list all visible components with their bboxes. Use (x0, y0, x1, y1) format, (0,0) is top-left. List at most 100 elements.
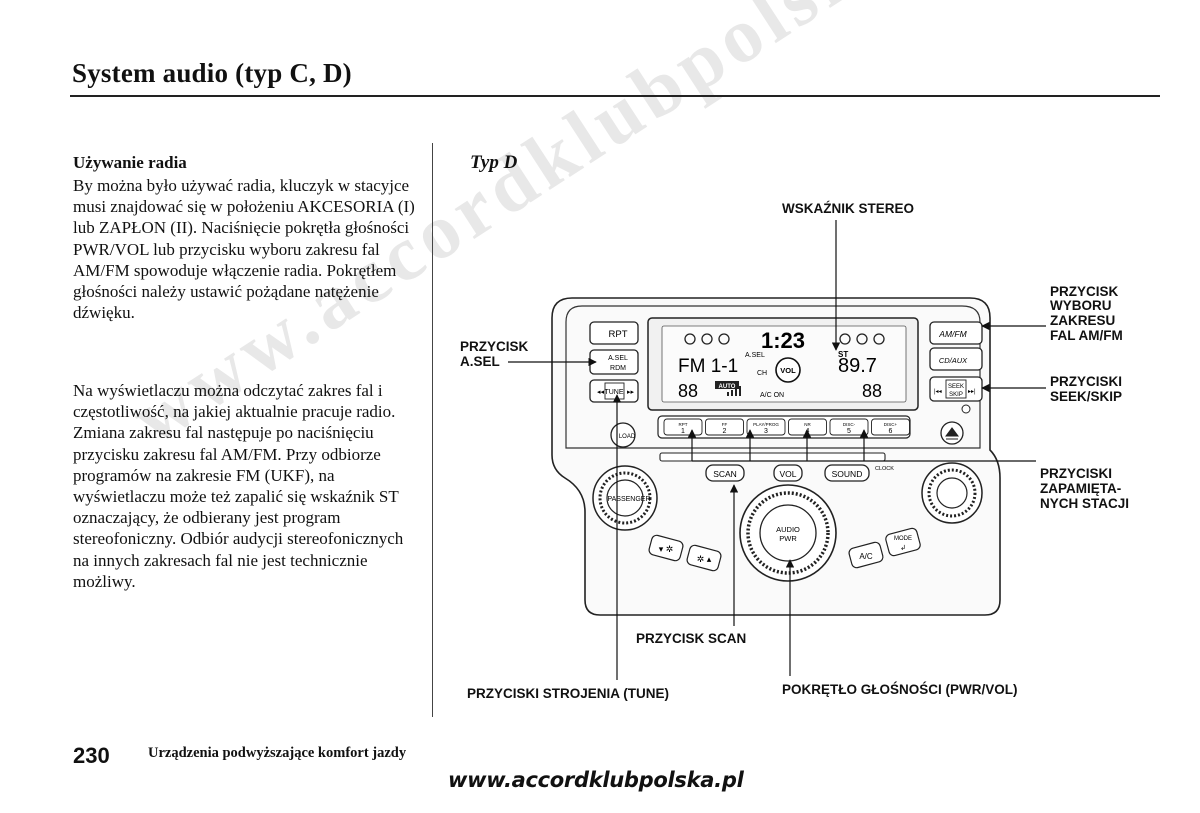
label-seek-line2: SEEK/SKIP (1050, 389, 1123, 404)
preset-indicators (684, 333, 885, 345)
preset-function-label: DISC- (843, 422, 856, 427)
preset-button-2[interactable]: FF2 (705, 418, 744, 436)
svg-text:PASSENGER: PASSENGER (607, 496, 650, 503)
label-scan: PRZYCISK SCAN (636, 631, 747, 646)
tune-up-icon: ▸▸ (627, 389, 635, 396)
website-link[interactable]: www.accordklubpolska.pl (448, 768, 744, 792)
tune-down-icon: ◂◂ (597, 389, 605, 396)
title-rule (70, 95, 1160, 97)
rpt-button[interactable]: RPT (589, 321, 639, 345)
display-band: FM 1-1 (678, 356, 738, 377)
fan-down-icon: ▾ ✲ (659, 544, 674, 554)
preset-function-label: DISC+ (884, 422, 898, 427)
audio-unit-diagram: 1:23 A.SEL ST FM 1-1 CH VOL 89.7 88 AUTO… (508, 220, 1046, 680)
clock-label: CLOCK (875, 466, 894, 472)
label-preset-line2: ZAPAMIĘTA- (1040, 481, 1122, 496)
fan-up-button[interactable]: ✲ ▴ (686, 544, 722, 572)
cd-slot (659, 452, 886, 462)
svg-text:SCAN: SCAN (713, 469, 737, 479)
svg-text:SEEK: SEEK (948, 384, 964, 390)
sound-button[interactable]: SOUND (824, 464, 870, 482)
display-asel: A.SEL (745, 352, 765, 359)
label-amfm-line4: FAL AM/FM (1050, 328, 1123, 343)
eject-icon (945, 427, 959, 440)
label-preset-line1: PRZYCISKI (1040, 466, 1113, 481)
display-ac-on: A/C ON (760, 392, 784, 399)
display-temp-right: 88 (862, 381, 882, 401)
ac-button[interactable]: A/C (848, 541, 884, 569)
label-tune: PRZYCISKI STROJENIA (TUNE) (467, 686, 670, 701)
svg-text:A.SEL: A.SEL (608, 355, 628, 362)
tune-buttons[interactable]: TUNE ◂◂ ▸▸ (589, 379, 639, 403)
display-temp-left: 88 (678, 381, 698, 401)
seek-up-icon: ▸▸| (968, 389, 976, 395)
display-st: ST (838, 350, 848, 359)
asel-rdm-button[interactable]: A.SEL RDM (589, 349, 639, 375)
preset-button-6[interactable]: DISC+6 (871, 418, 910, 436)
vol-button[interactable]: VOL (773, 464, 803, 482)
audio-pwr-knob[interactable]: AUDIO PWR (739, 484, 837, 582)
preset-number-label: 2 (723, 428, 727, 435)
cdaux-button[interactable]: CD/AUX (929, 347, 983, 371)
label-amfm-line2: WYBORU (1050, 298, 1112, 313)
svg-text:RPT: RPT (609, 329, 628, 340)
preset-number-label: 1 (681, 428, 685, 435)
load-button[interactable]: LOAD (610, 422, 636, 448)
preset-function-label: RPT (679, 422, 688, 427)
label-asel-line1: PRZYCISK (460, 339, 529, 354)
svg-text:AUDIO: AUDIO (776, 525, 800, 534)
scan-button[interactable]: SCAN (705, 464, 745, 482)
label-volume: POKRĘTŁO GŁOŚNOŚCI (PWR/VOL) (782, 682, 1018, 697)
figure-caption: Typ D (470, 152, 518, 173)
display-frequency: 89.7 (838, 355, 877, 377)
svg-text:CD/AUX: CD/AUX (939, 356, 968, 365)
amfm-button[interactable]: AM/FM (929, 321, 983, 345)
display-clock: 1:23 (761, 328, 805, 353)
column-divider (432, 143, 433, 717)
svg-text:SOUND: SOUND (832, 469, 863, 479)
mode-button[interactable]: MODE ↲ (885, 527, 922, 557)
preset-button-5[interactable]: DISC-5 (829, 418, 869, 436)
paragraph-2: Na wyświetlaczu można odczytać zakres fa… (73, 381, 404, 591)
mode-icon: ↲ (900, 544, 906, 552)
svg-text:SKIP: SKIP (949, 392, 963, 398)
display-auto: AUTO (719, 384, 736, 390)
label-amfm-line3: ZAKRESU (1050, 313, 1116, 328)
preset-number-label: 3 (764, 428, 768, 435)
section-subheading: Używanie radia (73, 153, 187, 172)
svg-text:RDM: RDM (610, 365, 626, 372)
display-ch: CH (757, 370, 767, 377)
preset-number-label: 5 (847, 428, 851, 435)
indicator-led (961, 404, 971, 414)
temperature-knob[interactable] (921, 462, 983, 524)
svg-text:A/C: A/C (859, 552, 873, 561)
svg-text:PWR: PWR (779, 534, 797, 543)
fan-up-icon: ✲ ▴ (697, 554, 712, 564)
display-vol-knob: VOL (780, 366, 796, 375)
eject-button[interactable] (940, 421, 964, 445)
label-stereo-indicator: WSKAŹNIK STEREO (782, 201, 915, 216)
label-amfm-line1: PRZYCISK (1050, 284, 1119, 299)
preset-function-label: NR (804, 422, 811, 427)
svg-text:TUNE: TUNE (604, 389, 623, 396)
footer-section-title: Urządzenia podwyższające komfort jazdy (148, 745, 407, 761)
svg-text:AM/FM: AM/FM (938, 329, 967, 339)
page-number: 230 (73, 743, 110, 768)
preset-function-label: FF (722, 422, 728, 427)
passenger-knob[interactable]: PASSENGER (592, 465, 658, 531)
fan-down-button[interactable]: ▾ ✲ (648, 534, 684, 562)
leader-lines (508, 220, 1046, 680)
seek-skip-button[interactable]: SEEK SKIP |◂◂ ▸▸| (929, 376, 983, 402)
svg-text:MODE: MODE (894, 536, 912, 542)
label-preset-line3: NYCH STACJI (1040, 496, 1130, 511)
svg-text:LOAD: LOAD (619, 434, 636, 440)
seek-down-icon: |◂◂ (934, 389, 942, 395)
svg-text:VOL: VOL (779, 469, 796, 479)
page-title: System audio (typ C, D) (72, 58, 352, 88)
label-asel-line2: A.SEL (460, 354, 500, 369)
paragraph-1: By można było używać radia, kluczyk w st… (73, 176, 415, 323)
preset-number-label: 6 (889, 428, 893, 435)
preset-function-label: PLAY/PROG (753, 422, 779, 427)
